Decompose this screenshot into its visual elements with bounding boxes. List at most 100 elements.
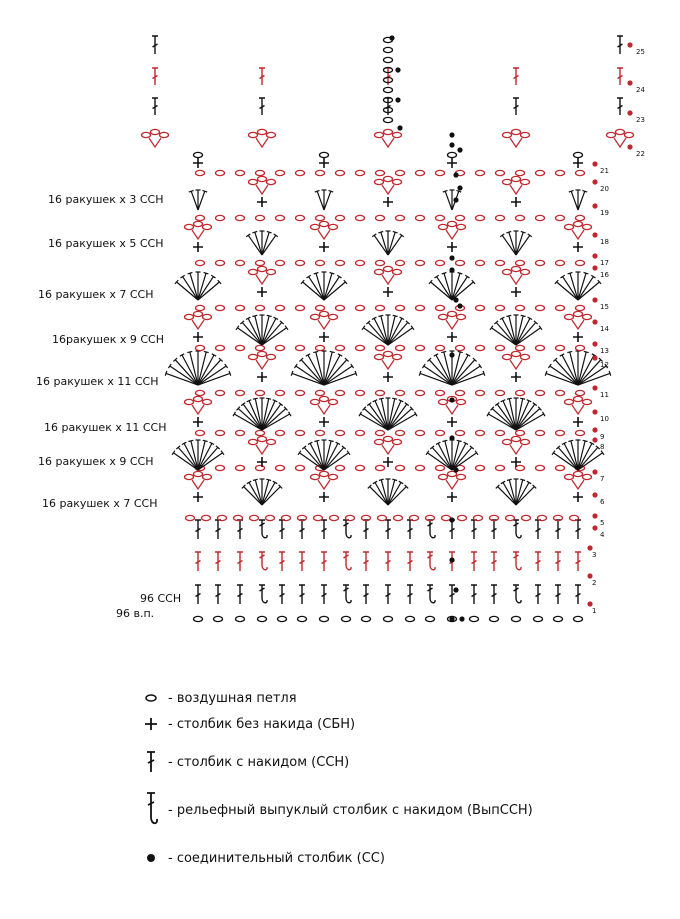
chain-stitch <box>296 615 308 623</box>
chain-stitch <box>434 344 446 352</box>
chain-stitch <box>394 344 406 352</box>
shell-stitch <box>562 276 579 301</box>
shell-stitch-top <box>489 325 494 331</box>
shell-stitch <box>261 482 276 506</box>
chain-stitch <box>434 464 446 472</box>
shell-stitch <box>427 452 453 471</box>
chain-stitch <box>265 438 277 446</box>
shell-stitch <box>387 322 409 346</box>
shell-stitch-top <box>544 370 548 376</box>
shell-stitch-top <box>441 350 447 354</box>
row-number: 22 <box>636 150 645 158</box>
shell-stitch-top <box>520 478 526 482</box>
chain-stitch <box>256 265 268 273</box>
shell-stitch <box>363 408 389 431</box>
v-stitch <box>255 137 269 149</box>
shell-stitch <box>515 400 530 431</box>
shell-stitch <box>197 276 214 301</box>
chain-stitch <box>247 268 259 276</box>
v-stitch <box>445 404 459 416</box>
shell-stitch-top <box>329 350 335 354</box>
chain-stitch <box>446 220 458 228</box>
double-crochet <box>215 519 221 539</box>
chain-stitch <box>309 473 321 481</box>
shell-stitch <box>451 273 461 301</box>
shell-stitch <box>443 273 453 301</box>
slip-stitch <box>592 341 598 347</box>
chain-stitch <box>334 344 346 352</box>
double-crochet <box>299 584 305 604</box>
chain-stitch <box>382 435 394 443</box>
row-number: 1 <box>592 607 596 615</box>
chain-stitch <box>414 304 426 312</box>
shell-stitch-top <box>442 439 448 443</box>
shell-stitch <box>373 318 389 346</box>
chain-stitch <box>184 514 196 522</box>
front-post-double-crochet <box>259 551 268 571</box>
single-crochet <box>193 332 203 342</box>
chain-stitch <box>373 268 385 276</box>
shell-stitch <box>387 413 417 431</box>
double-crochet <box>575 584 581 604</box>
shell-stitch-top <box>506 397 512 400</box>
chain-stitch <box>256 615 268 623</box>
shell-stitch <box>323 354 341 386</box>
chain-stitch <box>581 313 593 321</box>
double-crochet <box>321 584 327 604</box>
double-crochet <box>617 35 623 54</box>
chain-stitch <box>563 473 575 481</box>
shell-stitch <box>254 315 263 346</box>
double-crochet <box>152 97 158 115</box>
chain-stitch <box>536 514 548 522</box>
double-crochet <box>363 584 369 604</box>
chain-count-label: 96 в.п. <box>116 607 155 620</box>
shell-stitch <box>570 440 579 471</box>
shell-stitch-top <box>187 350 193 354</box>
shell-stitch-top <box>252 397 258 400</box>
double-crochet <box>513 97 519 115</box>
chain-stitch <box>574 169 586 177</box>
v-stitch <box>381 359 395 371</box>
shell-stitch-top <box>245 233 251 238</box>
legend-item-dc: - столбик с накидом (ССН) <box>140 750 349 774</box>
v-stitch <box>509 184 523 196</box>
row-number: 15 <box>600 303 609 311</box>
chain-stitch <box>256 175 268 183</box>
shell-stitch-top <box>266 314 272 318</box>
shell-stitch <box>496 403 517 431</box>
double-crochet <box>535 551 541 571</box>
shell-stitch-top <box>284 325 289 331</box>
v-stitch <box>255 184 269 196</box>
chain-stitch <box>314 169 326 177</box>
shell-stitch <box>502 400 517 431</box>
chain-stitch <box>360 615 372 623</box>
shell-stitch <box>261 479 270 506</box>
single-crochet <box>257 457 267 467</box>
v-stitch <box>381 137 395 149</box>
shell-stitch-top <box>371 316 377 321</box>
chain-stitch <box>394 214 406 222</box>
shell-stitch-top <box>589 441 595 446</box>
shell-stitch-top <box>551 450 556 456</box>
chain-stitch <box>455 223 467 231</box>
shell-stitch-top <box>567 350 573 354</box>
slip-stitch <box>592 437 598 443</box>
shell-stitch-top <box>441 271 447 275</box>
shell-stitch-top <box>335 441 341 446</box>
chain-stitch <box>552 514 564 522</box>
v-stitch <box>191 319 205 331</box>
chain-stitch <box>424 615 436 623</box>
shell-stitch-top <box>486 411 491 417</box>
chain-stitch <box>194 429 206 437</box>
double-crochet <box>279 519 285 539</box>
shell-stitch <box>197 452 223 471</box>
chain-stitch <box>274 464 286 472</box>
shell-stitch-top <box>527 316 533 321</box>
shell-stitch <box>261 486 281 506</box>
chain-stitch <box>274 214 286 222</box>
chain-stitch <box>474 214 486 222</box>
slip-stitch <box>592 179 598 185</box>
crochet-chart: 1234567891011121314151617181920212223242… <box>140 35 645 623</box>
row-number: 7 <box>600 475 604 483</box>
chain-stitch <box>254 344 266 352</box>
